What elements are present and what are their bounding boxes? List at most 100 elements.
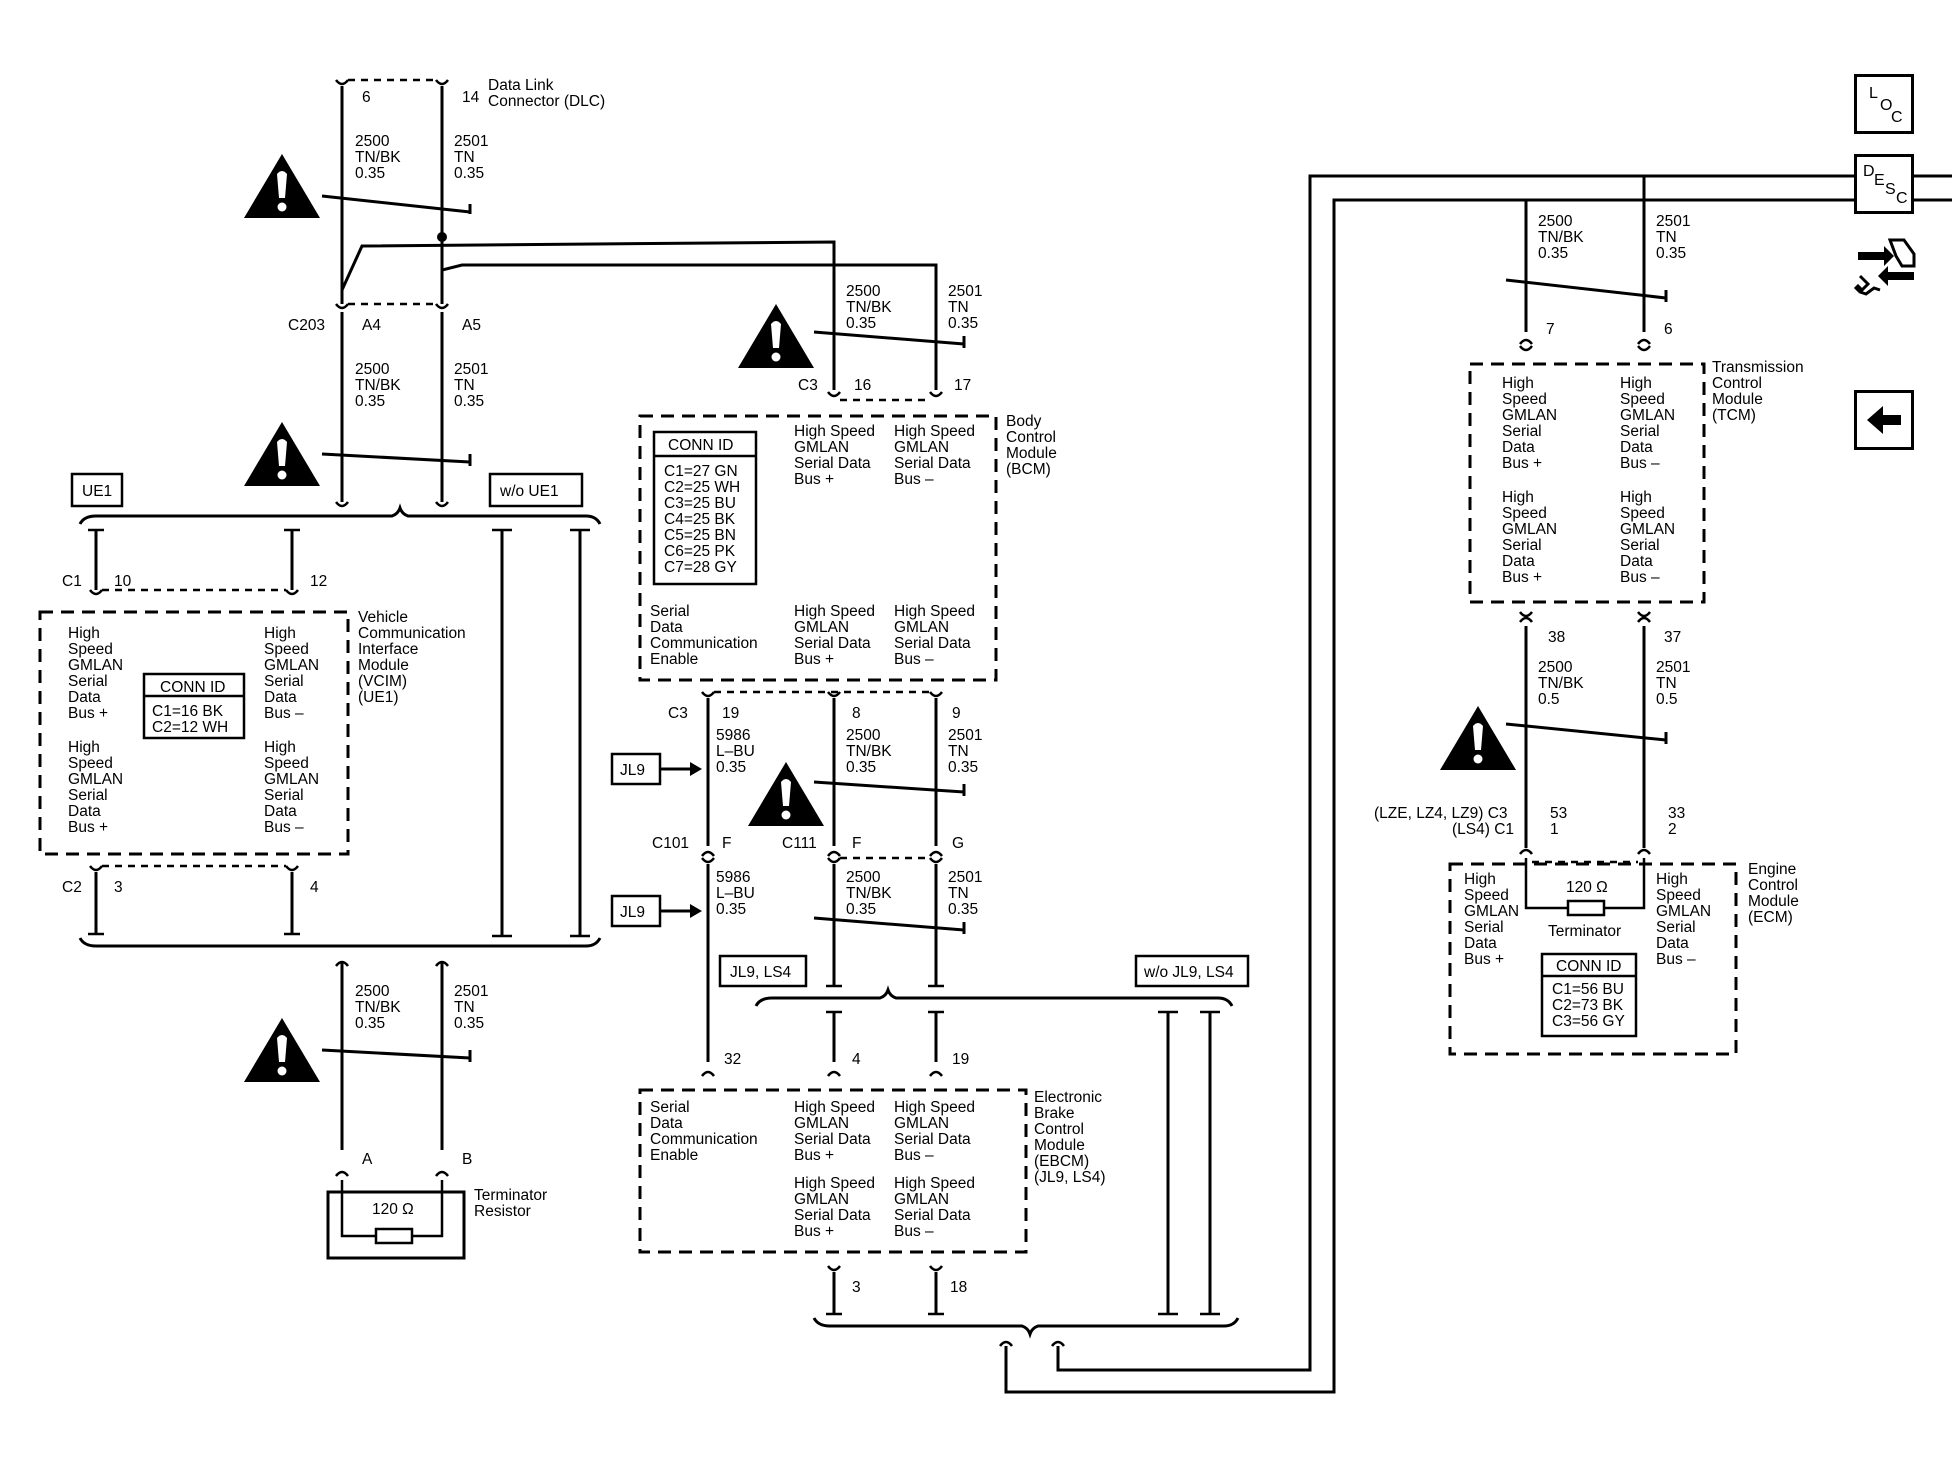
svg-text:6: 6 [362, 89, 371, 106]
bcm-pin-17: 17 [954, 377, 971, 394]
c111-pin-f: F [852, 835, 861, 852]
ebcm-pin-4: 4 [852, 1051, 861, 1068]
vcim-pin-3: 3 [114, 879, 123, 896]
desc-letter-c: C [1896, 190, 1908, 207]
tcm-pin-37: 37 [1664, 629, 1681, 646]
svg-text:14: 14 [462, 89, 480, 106]
loc-letter-c: C [1891, 109, 1903, 126]
ecm-pin-1: 1 [1550, 821, 1559, 838]
option-jl9-ls4: JL9, LS4 [730, 964, 792, 981]
c111-label: C111 [782, 835, 817, 852]
ecm-terminator-value: 120 Ω [1566, 879, 1608, 896]
ecm-conn-label-2: (LS4) C1 [1452, 821, 1514, 838]
c203-pin-b: A5 [462, 317, 481, 334]
terminator-pin-b: B [462, 1151, 472, 1168]
bcm-conn-c3: C3 [798, 377, 818, 394]
loc-button[interactable]: L O C [1854, 74, 1914, 134]
bcm-conn-id-title: CONN ID [668, 437, 733, 454]
ebcm-pin-3: 3 [852, 1279, 861, 1296]
warning-icon [738, 304, 814, 368]
tcm-pin-7: 7 [1546, 321, 1555, 338]
ebcm-pin-32: 32 [724, 1051, 741, 1068]
desc-letter-d: D [1863, 163, 1875, 180]
warning-icon [1440, 706, 1516, 770]
vcim-c2: C2 [62, 879, 82, 896]
loc-letter-o: O [1880, 97, 1893, 114]
option-wo-jl9-ls4: w/o JL9, LS4 [1143, 964, 1234, 981]
c203-pin-a: A4 [362, 317, 381, 334]
vcim-pin-12: 12 [310, 573, 327, 590]
vcim-pin-10: 10 [114, 573, 132, 590]
terminator-value: 120 Ω [372, 1201, 414, 1218]
terminator-pin-a: A [362, 1151, 373, 1168]
ecm-pin-53: 53 [1550, 805, 1567, 822]
tools-connector-icon[interactable] [1853, 232, 1918, 296]
c101-pin-f: F [722, 835, 731, 852]
dlc-pin-a: 6 [362, 89, 371, 106]
terminator-resistor-box [326, 1190, 466, 1260]
back-button[interactable] [1854, 390, 1914, 450]
vcim-c1: C1 [62, 573, 82, 590]
tcm-pin-38: 38 [1548, 629, 1565, 646]
vcim-pin-4: 4 [310, 879, 319, 896]
arrow-left-icon [1867, 406, 1901, 434]
bcm-pin-16: 16 [854, 377, 871, 394]
loc-letter-l: L [1869, 85, 1878, 102]
c101-label: C101 [652, 835, 689, 852]
ecm-conn-id-title: CONN ID [1556, 958, 1621, 975]
tcm-pin-6: 6 [1664, 321, 1673, 338]
ecm-conn-label-1: (LZE, LZ4, LZ9) C3 [1374, 805, 1508, 822]
desc-button[interactable]: D E S C [1854, 154, 1914, 214]
vcim-conn-id-title: CONN ID [160, 679, 225, 696]
bcm-pin-9: 9 [952, 705, 961, 722]
warning-icon [748, 762, 824, 826]
dlc-pin-b: 14 [462, 89, 480, 106]
option-ue1: UE1 [82, 483, 112, 500]
ecm-pin-2: 2 [1668, 821, 1677, 838]
bcm-c3-lower: C3 [668, 705, 688, 722]
desc-letter-e: E [1874, 172, 1885, 189]
ebcm-pin-18: 18 [950, 1279, 967, 1296]
bcm-pin-19: 19 [722, 705, 739, 722]
